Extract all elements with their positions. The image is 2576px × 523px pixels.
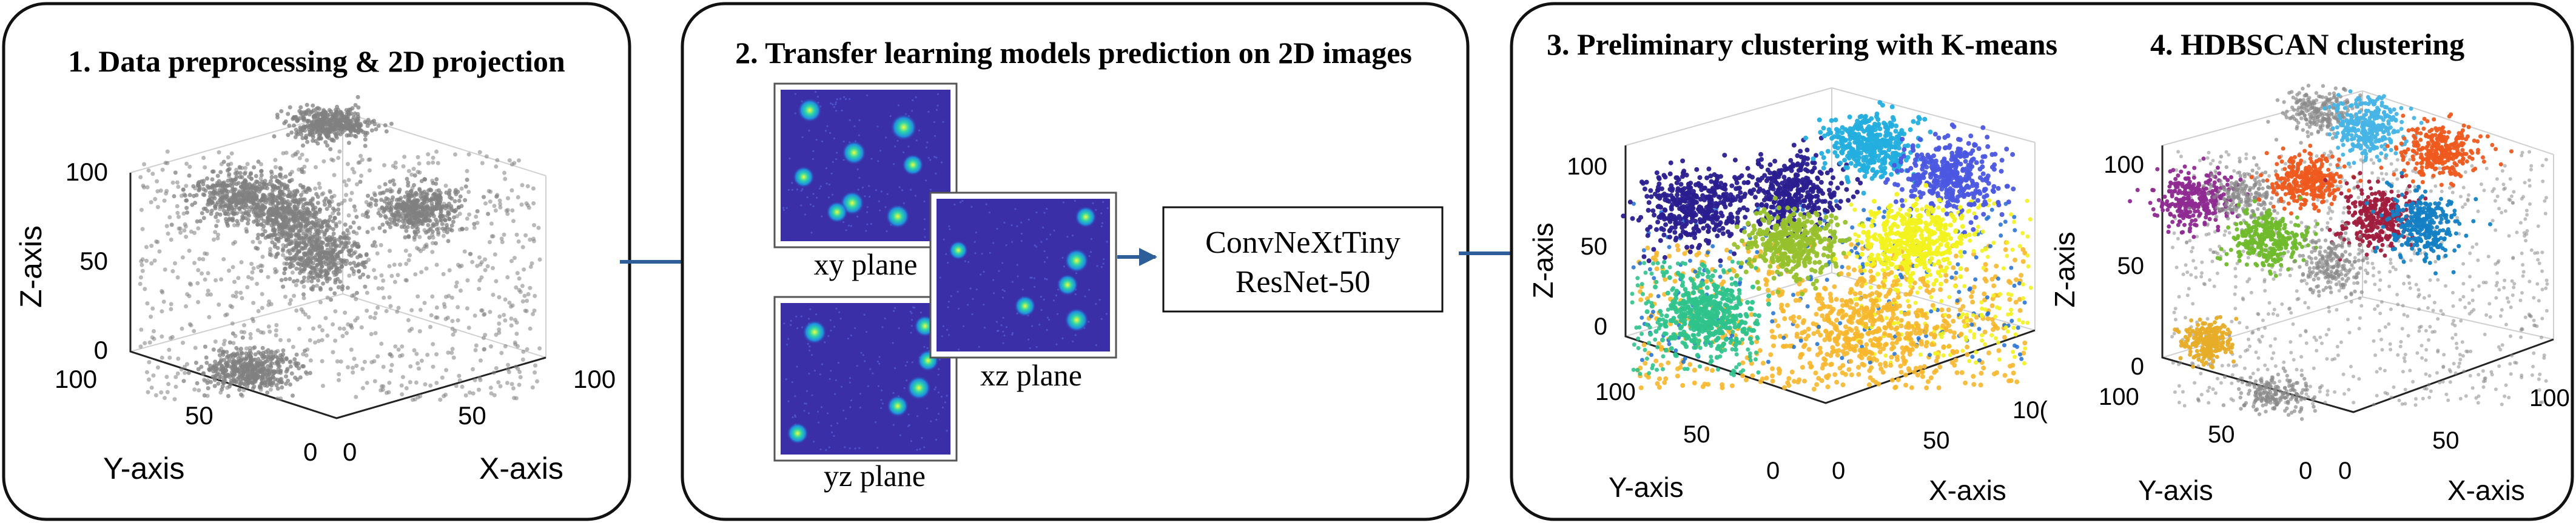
panel-3-title: 3. Preliminary clustering with K-means [1547,27,2057,61]
xz-plane-label: xz plane [980,358,1082,392]
kmeans-points [1621,100,2033,392]
x-tick-0: 0 [1832,458,1845,484]
z-tick-0: 0 [1594,313,1607,340]
panel-1-title: 1. Data preprocessing & 2D projection [68,44,565,78]
y-tick-50: 50 [1683,421,1710,448]
z-tick-100: 100 [2104,152,2144,178]
y-tick-100: 100 [55,365,97,393]
xy-plane-label: xy plane [814,247,918,281]
xy-plane-image [773,82,958,248]
panel-3-4: 3. Preliminary clustering with K-means 4… [1510,2,2574,521]
plot-3d-hdbscan: 100 50 0 Z-axis 100 50 0 Y-axis 0 50 100… [2049,84,2570,506]
y-tick-50: 50 [2208,421,2235,448]
y-tick-50: 50 [185,401,214,430]
x-tick-0: 0 [343,438,357,466]
model-resnet: ResNet-50 [1236,265,1370,299]
panel-1: 1. Data preprocessing & 2D projection 10… [2,2,631,521]
x-tick-100: 10( [2013,397,2048,424]
x-axis-label: X-axis [479,451,563,485]
raw-points [138,95,542,402]
x-tick-50: 50 [2432,427,2460,454]
z-axis-label: Z-axis [2049,232,2080,307]
xz-plane-image [929,192,1117,359]
z-tick-0: 0 [2131,353,2144,380]
z-tick-50: 50 [79,247,108,275]
y-axis-label: Y-axis [2138,475,2213,506]
z-tick-100: 100 [66,158,108,186]
hdbscan-points [2128,84,2549,421]
axis-lines [129,173,546,419]
model-convnext: ConvNeXtTiny [1205,225,1401,260]
y-tick-0: 0 [303,438,317,466]
x-axis-label: X-axis [2447,475,2525,506]
plot-3d-kmeans: 100 50 0 Z-axis 100 50 0 Y-axis 0 50 10(… [1527,87,2048,506]
z-tick-50: 50 [1581,233,1608,260]
y-axis-label: Y-axis [103,451,184,485]
y-axis-label: Y-axis [1609,471,1684,503]
yz-plane-image [773,296,958,462]
y-tick-100: 100 [2099,384,2139,410]
x-tick-100: 100 [573,365,616,393]
x-tick-50: 50 [458,401,486,430]
x-tick-100: 100 [2529,385,2570,411]
axis-lines [1624,145,2036,404]
y-tick-0: 0 [1766,458,1780,484]
x-tick-50: 50 [1923,427,1950,454]
yz-plane-label: yz plane [824,459,926,493]
z-axis-label: Z-axis [1527,222,1559,298]
panel-3-border [1510,2,2574,521]
z-tick-100: 100 [1567,153,1607,180]
y-tick-0: 0 [2299,458,2312,484]
models-box [1162,206,1444,313]
panel-4-title: 4. HDBSCAN clustering [2150,27,2464,61]
panel-2: 2. Transfer learning models prediction o… [681,2,1470,521]
x-tick-0: 0 [2338,458,2352,484]
z-tick-0: 0 [94,336,108,364]
x-axis-label: X-axis [1929,475,2006,506]
z-tick-50: 50 [2117,253,2145,279]
plot-3d-raw: 100 50 0 Z-axis 100 50 0 Y-axis 0 50 100… [14,95,616,485]
y-tick-100: 100 [1595,379,1636,405]
z-axis-label: Z-axis [14,225,48,308]
panel-2-title: 2. Transfer learning models prediction o… [735,36,1412,70]
